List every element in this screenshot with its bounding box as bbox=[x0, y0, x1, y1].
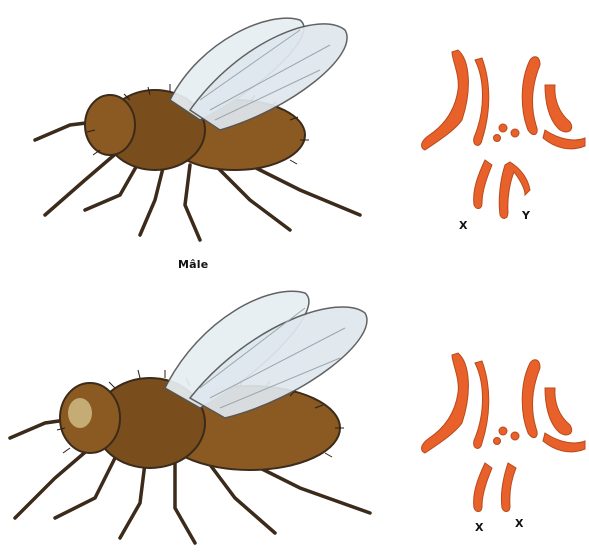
female-fly-illustration bbox=[0, 278, 589, 556]
male-chromosome-label-x: X bbox=[459, 219, 468, 232]
male-chromosomes bbox=[422, 50, 585, 218]
male-fly-illustration bbox=[0, 0, 589, 278]
female-chromosome-label-x2: X bbox=[515, 517, 524, 530]
female-chromosomes bbox=[422, 353, 585, 512]
male-wings bbox=[170, 18, 347, 130]
male-chromosome-label-y: Y bbox=[522, 209, 530, 222]
female-chromosome-label-x1: X bbox=[475, 521, 484, 534]
male-panel: X Y Mâle bbox=[0, 0, 589, 278]
female-wings bbox=[165, 291, 367, 418]
female-panel: X X bbox=[0, 278, 589, 556]
male-label: Mâle bbox=[178, 258, 208, 271]
